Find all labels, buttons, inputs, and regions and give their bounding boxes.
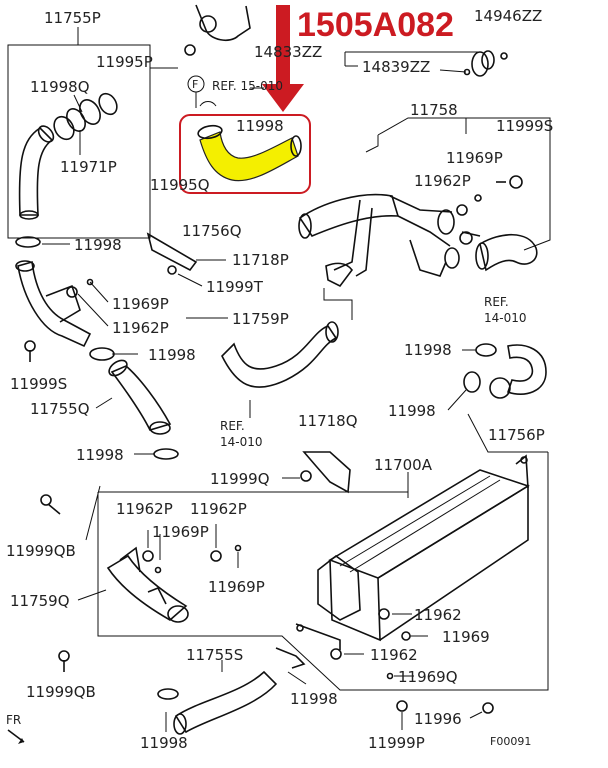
label-11999S-left: 11999S (10, 375, 67, 393)
leader-lines-left (42, 243, 228, 455)
label-14946ZZ: 14946ZZ (474, 7, 542, 25)
label-11969P-box-2: 11969P (208, 578, 265, 596)
label-11998-left-1: 11998 (74, 236, 122, 254)
label-ref-right: REF. (484, 295, 509, 309)
label-11971P: 11971P (60, 158, 117, 176)
leader-lines-upper-left (73, 67, 178, 155)
bolt-11999S-right (456, 175, 523, 216)
label-11998-left-2: 11998 (148, 346, 196, 364)
bolts-bottom (396, 700, 494, 730)
turbo-outlet-pipe (184, 4, 251, 56)
leader-lines-top (250, 51, 478, 89)
intercooler-11700A (295, 454, 530, 650)
highlight-box (179, 114, 311, 194)
label-11999QB-2: 11999QB (26, 683, 96, 701)
leader-lines-bottom (165, 660, 307, 732)
label-11998-highlighted: 11998 (236, 117, 284, 135)
hose-11755Q (108, 359, 172, 435)
label-11962P-box-2: 11962P (190, 500, 247, 518)
label-11999Q: 11999Q (210, 470, 270, 488)
front-arrow-icon (7, 729, 25, 744)
label-11962-a: 11962 (414, 606, 462, 624)
label-11969P-box: 11969P (152, 523, 209, 541)
highlighted-hose-11998 (197, 124, 302, 182)
label-11999T: 11999T (206, 278, 264, 296)
label-11999S-right: 11999S (496, 117, 553, 135)
label-11962P-left: 11962P (112, 319, 169, 337)
label-11718Q: 11718Q (298, 412, 358, 430)
clamp-14946ZZ (463, 50, 508, 77)
arrow-pointer (262, 5, 304, 112)
group-box-lower (97, 452, 549, 691)
label-11996: 11996 (414, 710, 462, 728)
group-box-lines-right (365, 117, 551, 251)
hose-11971P (18, 125, 55, 220)
label-11998-left-3: 11998 (76, 446, 124, 464)
bracket-11718P (146, 232, 198, 275)
label-11999QB-1: 11999QB (6, 542, 76, 560)
label-11759P: 11759P (232, 310, 289, 328)
label-FR: FR (6, 713, 21, 727)
label-ref-15-010: REF. 15-010 (212, 79, 283, 93)
pipe-left-upper (15, 260, 92, 348)
long-pipe-11759P (221, 321, 339, 388)
label-11995Q: 11995Q (150, 176, 210, 194)
label-11998-bottom-1: 11998 (290, 690, 338, 708)
label-11700A: 11700A (374, 456, 433, 474)
leader-lines-right-mid (447, 349, 548, 453)
part-labels: 11755P 11995P 11998Q 11971P REF. 15-010 … (6, 7, 553, 752)
center-pipe-assembly (298, 193, 460, 288)
bolts-lower-left (40, 494, 70, 672)
label-14839ZZ: 14839ZZ (362, 58, 430, 76)
label-11998Q: 11998Q (30, 78, 90, 96)
figure-code: F00091 (490, 735, 531, 748)
label-11962P-box-1: 11962P (116, 500, 173, 518)
label-11755S: 11755S (186, 646, 243, 664)
lines-11718Q (249, 288, 353, 418)
label-14833ZZ: 14833ZZ (254, 43, 322, 61)
label-11969Q: 11969Q (398, 668, 458, 686)
label-11758: 11758 (410, 101, 458, 119)
label-11969P-right: 11969P (446, 149, 503, 167)
label-11995P: 11995P (96, 53, 153, 71)
ref-F-label: F (192, 78, 198, 91)
hose-11755S (157, 647, 306, 735)
part-code-1505A082: 1505A082 (297, 6, 454, 44)
hose-right-mid (463, 343, 547, 399)
label-11756Q: 11756Q (182, 222, 242, 240)
bracket-11999Q (300, 451, 351, 494)
label-11962P-right: 11962P (414, 172, 471, 190)
leader-lines-lower (77, 477, 428, 677)
label-11962-b: 11962 (370, 646, 418, 664)
group-box-upper-left (7, 27, 151, 239)
ref-symbol-F: F (187, 75, 217, 108)
label-ref-center-14-010: 14-010 (220, 435, 263, 449)
label-11999P: 11999P (368, 734, 425, 752)
hose-right-upper (459, 231, 538, 272)
label-11756P: 11756P (488, 426, 545, 444)
label-11718P: 11718P (232, 251, 289, 269)
label-ref-center: REF. (220, 419, 245, 433)
label-11969P-left: 11969P (112, 295, 169, 313)
label-11969-a: 11969 (442, 628, 490, 646)
label-11759Q: 11759Q (10, 592, 70, 610)
label-11755Q: 11755Q (30, 400, 90, 418)
clamp-11998Q (53, 92, 118, 141)
label-11755P: 11755P (44, 9, 101, 27)
label-ref-right-14-010: 14-010 (484, 311, 527, 325)
label-11998-right-1: 11998 (404, 341, 452, 359)
label-11998-bottom-2: 11998 (140, 734, 188, 752)
label-11998-right-2: 11998 (388, 402, 436, 420)
clamps-left (15, 236, 179, 460)
pipe-11759Q (106, 546, 189, 623)
